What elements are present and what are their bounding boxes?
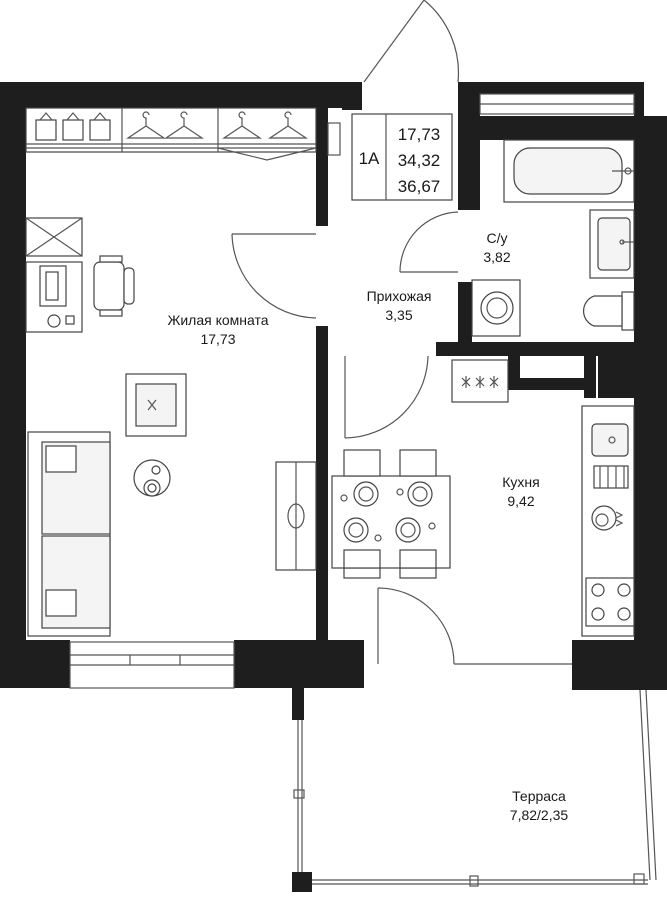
terrace-area: 7,82/2,35: [510, 807, 569, 823]
kitchen-name: Кухня: [502, 474, 539, 490]
kitchen-area: 9,42: [507, 493, 534, 509]
desk: [25, 261, 83, 333]
hallway-name: Прихожая: [367, 288, 432, 304]
armchair: [125, 373, 187, 437]
apartment-info-box: [351, 113, 453, 201]
sink-icon: [589, 209, 635, 279]
hallway-area: 3,35: [385, 307, 412, 323]
terrace-outline: [293, 689, 657, 887]
stove-icon: [451, 359, 509, 403]
windows: [69, 93, 635, 689]
living-room-area: 17,73: [200, 331, 235, 347]
apartment-type: 1А: [359, 149, 380, 168]
sofa: [27, 431, 111, 637]
dining-table: [331, 449, 451, 579]
kitchen-counter: [581, 405, 635, 637]
hanger-icon: [126, 111, 308, 139]
toilet-icon: [582, 291, 635, 331]
box-icon: [35, 112, 111, 141]
office-chair: [93, 255, 135, 317]
area-living: 17,73: [398, 125, 441, 144]
washer-icon: [471, 279, 521, 337]
bathroom-area: 3,82: [483, 249, 510, 265]
bathtub-icon: [503, 139, 635, 203]
storage-cabinet: [25, 217, 83, 257]
terrace-name: Терраса: [512, 788, 566, 804]
area-total-with-terrace: 36,67: [398, 177, 441, 196]
area-total: 34,32: [398, 151, 441, 170]
walls: [0, 82, 667, 892]
living-room-name: Жилая комната: [167, 312, 268, 328]
bathroom-name: С/у: [487, 230, 508, 246]
doors: [231, 0, 572, 665]
plant-icon: [133, 459, 171, 497]
tv-unit: [275, 461, 317, 571]
